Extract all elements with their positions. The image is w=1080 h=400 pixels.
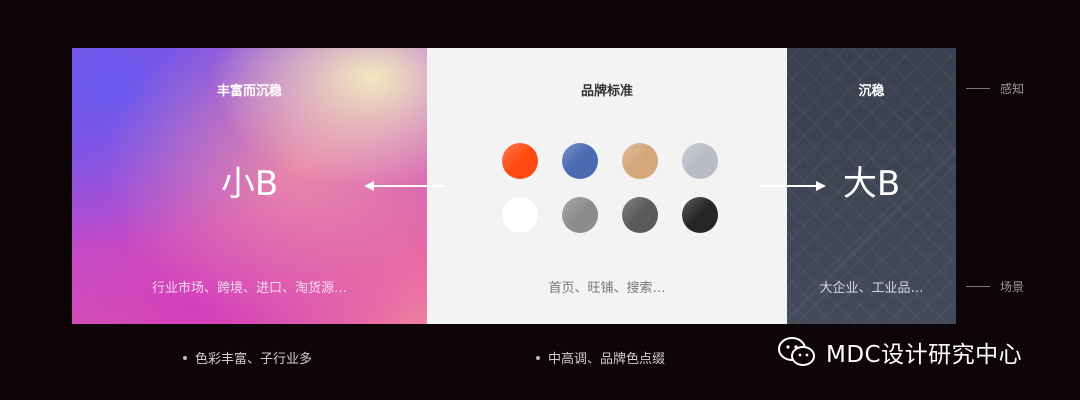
wechat-icon [778, 337, 815, 366]
note-middle: 中高调、品牌色点缀 [536, 348, 665, 367]
note-left: 色彩丰富、子行业多 [183, 348, 312, 367]
big-b-label: 大B [842, 164, 901, 204]
color-swatch-white [502, 197, 538, 233]
bullet-icon [536, 355, 540, 360]
arrow-right-icon [760, 180, 826, 192]
brand-color-swatches [502, 143, 718, 233]
note-text: 色彩丰富、子行业多 [195, 352, 313, 367]
panel-title: 丰富而沉稳 [216, 84, 282, 99]
color-swatch-dark-gray [622, 197, 658, 233]
dash-icon [966, 286, 990, 287]
dash-icon [966, 88, 990, 89]
panel-title: 沉稳 [858, 84, 885, 99]
perception-text: 感知 [1000, 82, 1025, 96]
note-text: 中高调、品牌色点缀 [548, 352, 666, 367]
watermark: MDC设计研究中心 [778, 334, 1022, 370]
color-swatch-orange [502, 143, 538, 179]
color-swatch-black [682, 197, 718, 233]
watermark-text: MDC设计研究中心 [826, 342, 1023, 368]
scenario-text: 场景 [1000, 280, 1025, 294]
panel-scenarios: 大企业、工业品… [819, 281, 924, 296]
bullet-icon [183, 355, 187, 360]
small-b-label: 小B [220, 164, 279, 204]
panel-scenarios: 行业市场、跨境、进口、淘货源… [151, 281, 347, 296]
panel-scenarios: 首页、旺铺、搜索… [548, 281, 666, 296]
color-swatch-gray [562, 197, 598, 233]
color-swatch-blue [562, 143, 598, 179]
perception-label: 感知 [966, 80, 1024, 97]
panel-title: 品牌标准 [580, 84, 633, 99]
scenario-label: 场景 [966, 278, 1024, 295]
color-swatch-silver [682, 143, 718, 179]
panel-brand-standard: 品牌标准 首页、旺铺、搜索… [427, 48, 787, 324]
color-swatch-gold [622, 143, 658, 179]
arrow-left-icon [364, 180, 444, 192]
